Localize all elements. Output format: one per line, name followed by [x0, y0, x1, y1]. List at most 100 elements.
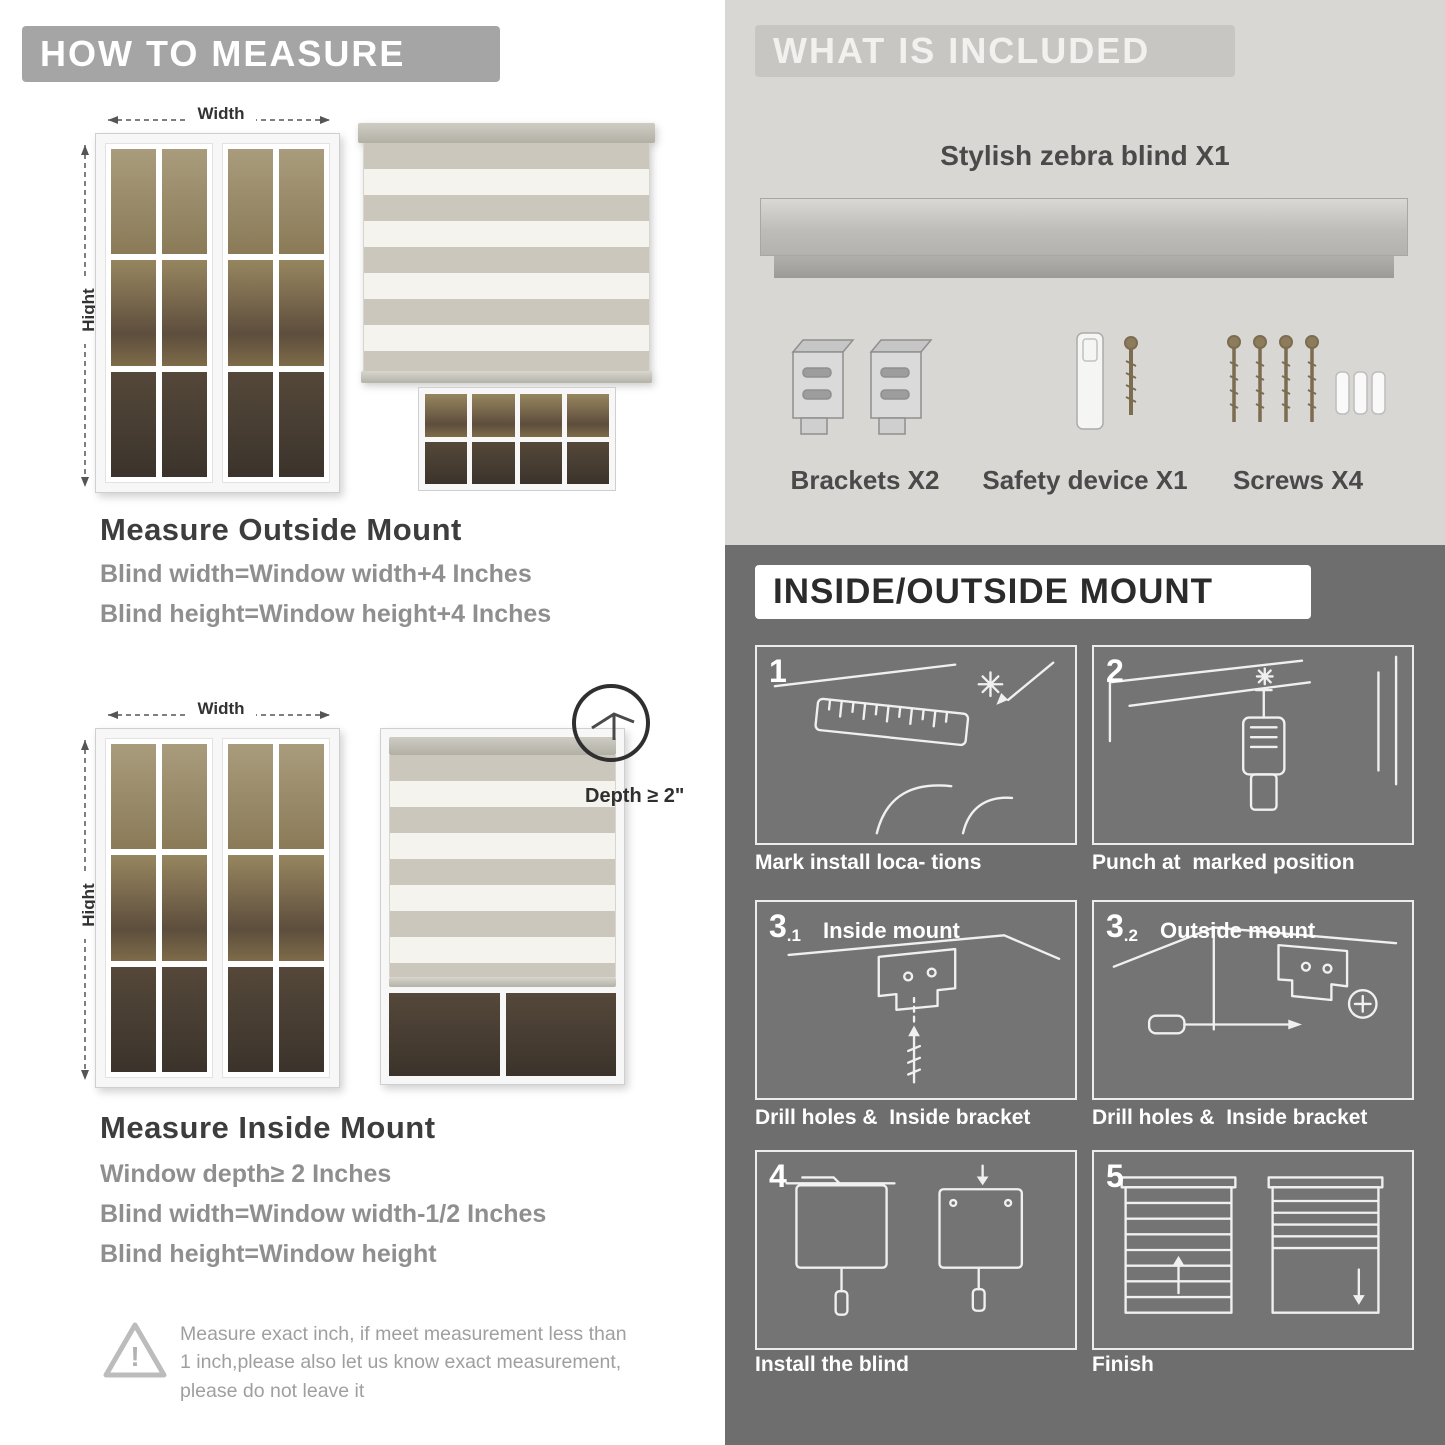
window-pane	[389, 993, 500, 1076]
window-pane	[162, 966, 207, 1072]
screws-icon	[1227, 335, 1386, 422]
window-pane	[111, 966, 156, 1072]
what-is-included-header: WHAT IS INCLUDED	[755, 25, 1235, 77]
mark-location-illustration	[773, 661, 1055, 835]
window-pane	[566, 394, 609, 437]
inside-mount-line2: Blind width=Window width-1/2 Inches	[100, 1200, 547, 1228]
step-number: 5	[1106, 1158, 1124, 1194]
inside-blind	[389, 737, 616, 987]
window-pane	[228, 260, 273, 366]
inside-mount-title: Measure Inside Mount	[100, 1110, 436, 1145]
window-pane	[425, 394, 468, 437]
mount-instructions-section: INSIDE/OUTSIDE MOUNT 1 Mark install loca…	[725, 545, 1445, 1445]
safety-device-label: Safety device X1	[982, 465, 1188, 495]
step-caption-2: Punch at marked position	[1092, 851, 1355, 874]
step-panel-5: 5	[1092, 1150, 1414, 1350]
finish-illustration	[1120, 1176, 1384, 1314]
window-pane	[425, 441, 468, 484]
blind-bottom-rail	[389, 977, 616, 987]
step-caption-5: Finish	[1092, 1353, 1154, 1376]
blind-stripes	[389, 755, 616, 977]
window-pane	[162, 744, 207, 850]
warning-triangle-icon: !	[103, 1322, 167, 1378]
svg-text:!: !	[130, 1341, 139, 1372]
what-is-included-section: WHAT IS INCLUDED Stylish zebra blind X1	[725, 0, 1445, 545]
blind-headrail-illustration	[760, 198, 1408, 256]
depth-callout-circle	[572, 684, 650, 762]
inside-mount-label: Inside mount	[823, 918, 960, 943]
window-sash	[105, 143, 213, 483]
outside-mount-title: Measure Outside Mount	[100, 512, 462, 547]
install-blind-illustration	[785, 1164, 1024, 1316]
step-panel-4: 4	[755, 1150, 1077, 1350]
outside-mount-label: Outside mount	[1160, 918, 1316, 943]
window-sash	[222, 143, 330, 483]
window-pane	[162, 149, 207, 255]
inside-bracket-illustration	[787, 934, 1061, 1084]
width-label: Width	[186, 104, 256, 124]
window-illustration-inside	[95, 728, 340, 1088]
outside-bracket-illustration	[1112, 926, 1398, 1035]
window-pane	[279, 371, 324, 477]
window-pane	[566, 441, 609, 484]
mount-header: INSIDE/OUTSIDE MOUNT	[755, 565, 1311, 619]
width-label: Width	[186, 699, 256, 719]
step-number: 2	[1106, 653, 1124, 689]
step-panel-2: 2	[1092, 645, 1414, 845]
step-caption-1: Mark install loca- tions	[755, 851, 982, 874]
window-pane	[279, 149, 324, 255]
window-pane	[519, 441, 562, 484]
zebra-blind-illustration-outside	[358, 123, 655, 383]
window-pane	[162, 371, 207, 477]
brackets-label: Brackets X2	[790, 465, 940, 495]
step-number: 1	[769, 653, 787, 689]
step-panel-3-2: 3.2 Outside mount	[1092, 900, 1414, 1100]
inside-mount-line3: Blind height=Window height	[100, 1240, 437, 1268]
blind-stripes	[363, 143, 650, 371]
outside-mount-line2: Blind height=Window height+4 Inches	[100, 600, 552, 628]
window-pane	[111, 744, 156, 850]
zebra-blind-illustration-inside	[380, 728, 625, 1085]
window-pane	[162, 260, 207, 366]
blind-cassette	[389, 737, 616, 755]
step-number: 3.1	[769, 908, 801, 945]
blind-cassette	[358, 123, 655, 143]
window-pane	[279, 260, 324, 366]
blind-bottom-rail	[361, 371, 652, 383]
window-pane	[111, 149, 156, 255]
window-pane	[519, 394, 562, 437]
window-pane	[505, 993, 616, 1076]
brackets-icon	[791, 339, 933, 435]
step-caption-4: Install the blind	[755, 1353, 910, 1376]
window-pane	[228, 855, 273, 961]
window-pane	[472, 441, 515, 484]
window-pane	[228, 966, 273, 1072]
measure-warning-text: Measure exact inch, if meet measurement …	[180, 1323, 627, 1402]
window-below-blind	[418, 387, 616, 491]
step-panel-1: 1	[755, 645, 1077, 845]
inside-mount-line1: Window depth≥ 2 Inches	[100, 1160, 392, 1188]
depth-label: Depth ≥ 2"	[585, 785, 685, 807]
product-label: Stylish zebra blind X1	[940, 140, 1230, 171]
screws-label: Screws X4	[1232, 465, 1364, 495]
window-illustration-outside	[95, 133, 340, 493]
drill-illustration	[1108, 655, 1398, 811]
outside-mount-line1: Blind width=Window width+4 Inches	[100, 560, 532, 588]
safety-device-icon	[1076, 332, 1138, 430]
window-sash	[105, 738, 213, 1078]
window-pane	[111, 260, 156, 366]
window-sash	[222, 738, 330, 1078]
window-pane	[228, 149, 273, 255]
window-glass-below-blind	[389, 987, 616, 1076]
step-caption-3-1: Drill holes & Inside bracket	[755, 1106, 1031, 1129]
window-pane	[472, 394, 515, 437]
window-pane	[279, 966, 324, 1072]
height-arrow-icon	[81, 740, 89, 1080]
step-number: 4	[769, 1158, 787, 1194]
window-pane	[162, 855, 207, 961]
window-pane	[228, 371, 273, 477]
step-number: 3.2	[1106, 908, 1138, 945]
window-pane	[228, 744, 273, 850]
how-to-measure-header: HOW TO MEASURE	[22, 26, 500, 82]
